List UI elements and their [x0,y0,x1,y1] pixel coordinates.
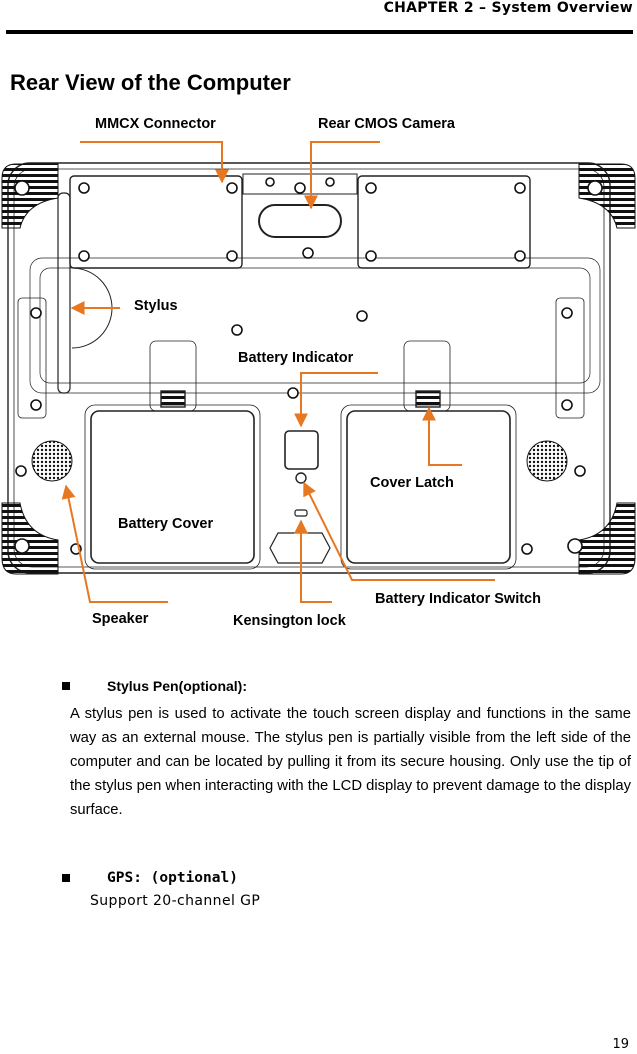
page-number: 19 [612,1037,629,1052]
section-title: Rear View of the Computer [10,70,291,95]
rear-view-figure: MMCX Connector Rear CMOS Camera Stylus B… [0,108,637,638]
rear-view-diagram [1,141,636,603]
battery-cover-label: Battery Cover [118,516,214,532]
bullet-square-icon [62,682,70,690]
stylus-section-title: Stylus Pen(optional): [107,678,247,694]
gps-section-body: Support 20-channel GP [90,893,261,909]
gps-section-title: GPS: (optional) [107,870,238,886]
stylus-label: Stylus [134,298,178,314]
stylus-section-body: A stylus pen is used to activate the tou… [70,706,631,818]
mmcx-connector-label: MMCX Connector [95,116,216,132]
kensington-lock-label: Kensington lock [233,613,346,629]
speaker-label: Speaker [92,611,149,627]
device-body [7,162,611,574]
battery-indicator-switch-label: Battery Indicator Switch [375,591,541,607]
callout-lines [61,141,495,603]
screws [14,177,603,555]
chapter-header: CHAPTER 2 – System Overview [383,0,633,16]
speaker-right [526,440,568,482]
header-rule [6,30,633,34]
rear-camera-label: Rear CMOS Camera [318,116,455,132]
bullet-square-icon [62,874,70,882]
speaker-left [31,440,73,482]
corner-bumpers [1,163,636,575]
battery-indicator-label: Battery Indicator [238,350,354,366]
cover-latch-label: Cover Latch [370,475,454,491]
